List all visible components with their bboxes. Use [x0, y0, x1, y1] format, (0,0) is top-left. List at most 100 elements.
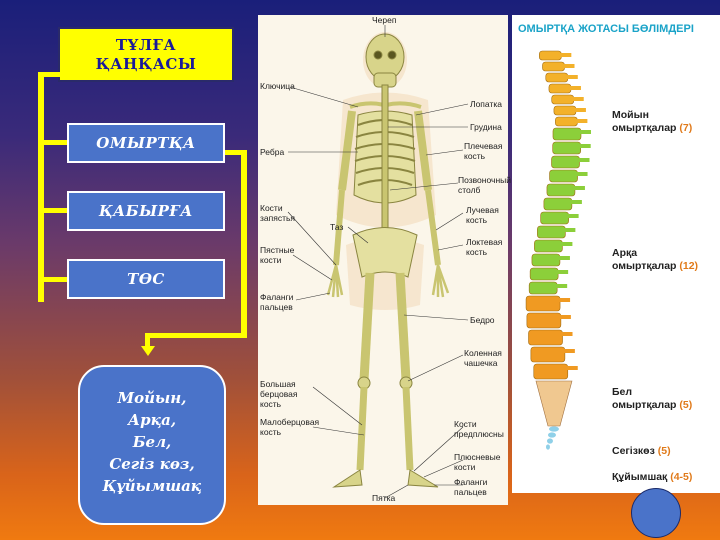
- vertebra-lumbar: [530, 346, 566, 363]
- connector-right-vertical: [241, 150, 247, 338]
- vertebra-thoracic-process: [572, 186, 585, 190]
- vertebra-cervical: [548, 83, 572, 94]
- label-falangi-foot: Фаланги пальцев: [454, 477, 488, 497]
- label-rebra: Ребра: [260, 147, 285, 157]
- section-name: Бел: [612, 386, 633, 398]
- vertebra-thoracic-process: [557, 256, 570, 260]
- vertebra-lumbar-process: [558, 315, 571, 319]
- vertebra-cervical-process: [562, 64, 575, 68]
- connector-omyrtqa: [38, 140, 68, 145]
- vertebra-thoracic-process: [575, 172, 588, 176]
- vertebra-thoracic: [534, 239, 563, 253]
- label-grudina: Грудина: [470, 122, 502, 132]
- label-bolshaya-bertsovaya: Большая берцовая кость: [260, 379, 298, 409]
- vertebra-cervical-process: [575, 119, 588, 123]
- vertebra-lumbar-process: [560, 332, 573, 336]
- vertebra-thoracic: [549, 169, 578, 183]
- vertebra-thoracic-process: [560, 242, 573, 246]
- vertebra-thoracic: [552, 141, 581, 155]
- spine-section-lumbar: Бел омыртқалар (5): [612, 386, 692, 412]
- section-count: (7): [679, 122, 693, 134]
- spine-section-sacrum: Сегізкөз (5): [612, 445, 671, 458]
- spine-section-coccyx: Құйымшақ (4-5): [612, 471, 692, 484]
- bubble-line: Бел,: [132, 433, 172, 451]
- connector-qabyrga: [38, 208, 68, 213]
- vertebra-cervical-process: [568, 86, 581, 90]
- coccyx-segment: [545, 444, 550, 450]
- label-lopatka: Лопатка: [470, 99, 502, 109]
- bubble-line: Арқа,: [127, 411, 177, 429]
- vertebra-cervical-process: [559, 53, 572, 57]
- vertebra-lumbar-process: [558, 298, 571, 302]
- vertebra-cervical: [545, 72, 569, 83]
- section-sub: омыртқалар: [612, 122, 677, 134]
- vertebra-thoracic-process: [555, 284, 568, 288]
- vertebra-thoracic-process: [577, 158, 590, 162]
- spine-sections-panel: ОМЫРТҚА ЖОТАСЫ БӨЛІМДЕРІ Мойын омыртқала…: [512, 15, 720, 493]
- connector-bottom-h: [145, 333, 247, 338]
- vertebra-cervical: [542, 61, 565, 72]
- coccyx-segment: [548, 426, 559, 432]
- section-name: Құйымшақ: [612, 471, 668, 483]
- label-cherep: Череп: [372, 15, 397, 25]
- section-name: Мойын: [612, 109, 649, 121]
- label-plyusnevye: Плюсневые кости: [454, 452, 501, 472]
- vertebra-lumbar: [528, 329, 563, 346]
- vertebra-thoracic: [551, 155, 580, 169]
- label-luchevaya: Лучевая кость: [466, 205, 499, 225]
- skeleton-title: ТҰЛҒА ҚАҢҚАСЫ: [58, 27, 234, 82]
- vertebra-lumbar: [533, 363, 569, 380]
- vertebra-thoracic: [531, 253, 561, 267]
- vertebra-thoracic-process: [578, 144, 591, 148]
- section-count: (12): [679, 260, 699, 272]
- connector-bottom-drop: [145, 333, 150, 347]
- label-kosti-predplyusny: Кости предплюсны: [454, 419, 504, 439]
- box-qabyrga: ҚАБЫРҒА: [67, 191, 225, 231]
- label-pyastnye: Пястные кости: [260, 245, 295, 265]
- vertebra-lumbar-process: [562, 349, 575, 353]
- section-count: (5): [679, 399, 693, 411]
- vertebra-cervical-process: [573, 108, 586, 112]
- skeleton-illustration-panel: Череп Ключица Лопатка Грудина Ребра Плеч…: [258, 15, 512, 505]
- vertebra-thoracic: [540, 211, 569, 225]
- section-count: (5): [657, 445, 671, 457]
- box-tos: ТӨС: [67, 259, 225, 299]
- section-sub: омыртқалар: [612, 260, 677, 272]
- vertebra-thoracic: [529, 267, 559, 281]
- vertebra-cervical: [551, 94, 575, 105]
- vertebra-lumbar: [525, 295, 561, 312]
- connector-title-stub: [38, 72, 60, 77]
- vertebra-cervical: [553, 105, 577, 116]
- spine-sections-bubble: Мойын, Арқа, Бел, Сегіз көз, Құйымшақ: [78, 365, 226, 525]
- vertebra-cervical-process: [565, 75, 578, 79]
- label-bedro: Бедро: [470, 315, 495, 325]
- spine-section-thoracic: Арқа омыртқалар (12): [612, 247, 698, 273]
- skeleton-figure: [287, 25, 469, 499]
- section-count: (4-5): [670, 471, 693, 483]
- vertebra-thoracic-process: [566, 214, 579, 218]
- label-malobertsovaya: Малоберцовая кость: [260, 417, 320, 437]
- section-name: Арқа: [612, 247, 638, 259]
- label-pozvonochnyi: Позвоночный столб: [458, 175, 512, 195]
- vertebra-thoracic-process: [578, 130, 591, 134]
- vertebra-thoracic: [546, 183, 576, 197]
- bubble-line: Мойын,: [117, 389, 187, 407]
- nav-circle-button[interactable]: [631, 488, 681, 538]
- label-kolennaya: Коленная чашечка: [464, 348, 502, 368]
- connector-vertical-left: [38, 72, 44, 302]
- label-taz: Таз: [330, 222, 344, 232]
- bubble-line: Құйымшақ: [102, 477, 202, 495]
- label-pyatka: Пятка: [372, 493, 396, 503]
- label-kosti-zapyastya: Кости запястья: [260, 203, 296, 223]
- spine-column: [525, 50, 591, 450]
- arrow-down-icon: [141, 346, 155, 356]
- label-plechevaya: Плечевая кость: [464, 141, 503, 161]
- label-loktevaya: Локтевая кость: [466, 237, 503, 257]
- vertebra-cervical-process: [571, 97, 584, 101]
- vertebra-cervical: [555, 116, 578, 127]
- vertebra-lumbar: [526, 312, 562, 329]
- bubble-line: Сегіз көз,: [109, 455, 195, 473]
- connector-tos: [38, 277, 68, 282]
- vertebra-thoracic-process: [556, 270, 569, 274]
- section-sub: омыртқалар: [612, 399, 677, 411]
